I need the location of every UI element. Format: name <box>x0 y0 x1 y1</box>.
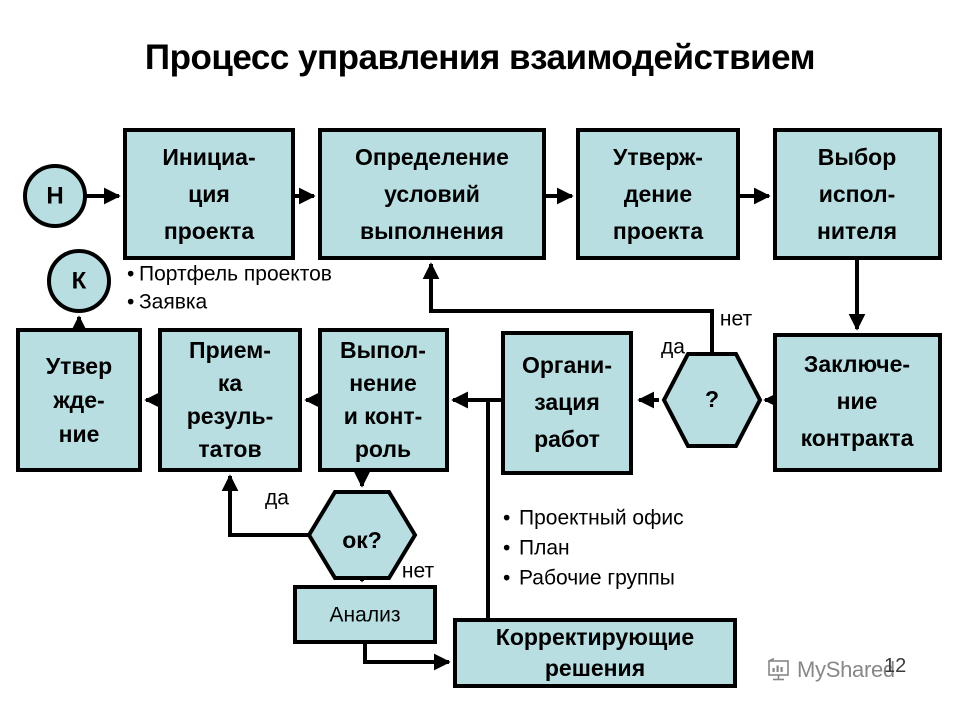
node-conditions[interactable]: Определение условий выполнения <box>318 128 546 260</box>
contract-box-shape <box>773 333 942 472</box>
myshared-watermark: MyShared <box>766 657 895 683</box>
contract-line3: контракта <box>801 425 914 451</box>
approval-project-line3: проекта <box>613 218 704 244</box>
resources-bullet-text-2: Рабочие группы <box>519 567 675 590</box>
conditions-line2: условий <box>384 181 480 207</box>
organization-line3: работ <box>534 426 600 452</box>
acceptance-line1: Прием- <box>189 337 271 363</box>
approval-project-line2: дение <box>624 181 692 207</box>
acceptance-line2: ка <box>218 370 243 396</box>
execution-line1: Выпол- <box>340 337 426 363</box>
execution-line3: и конт- <box>344 403 423 429</box>
contract-line2: ние <box>837 388 878 414</box>
edge-label-ok-yes: да <box>265 487 289 510</box>
decision-contract-hex-shape <box>661 352 763 448</box>
conditions-box-shape <box>318 128 546 260</box>
initiation-box-shape <box>123 128 295 260</box>
start-circle-label: Н <box>46 182 63 209</box>
resources-bullet-marker-1: • <box>503 537 510 560</box>
edge-decision-no-to-conditions <box>422 262 714 354</box>
analysis-label: Анализ <box>330 604 401 627</box>
approval-project-box-shape <box>576 128 740 260</box>
conditions-line1: Определение <box>355 144 509 170</box>
inputs-bullet-text-1: Заявка <box>139 291 208 314</box>
presentation-board-icon <box>768 658 789 681</box>
page-number: 12 <box>884 655 907 677</box>
edge-ok-yes-to-acceptance <box>221 474 308 537</box>
corrective-line2: решения <box>545 655 645 681</box>
resources-bullet-marker-0: • <box>503 507 510 530</box>
corrective-box-shape <box>453 618 737 688</box>
contractor-choice-line3: нителя <box>817 218 897 244</box>
node-organization[interactable]: Органи- зация работ <box>501 331 633 475</box>
resources-bullet-text-0: Проектный офис <box>519 507 684 530</box>
edge-label-contract-no: нет <box>720 308 753 331</box>
node-end-circle[interactable]: К <box>47 249 111 313</box>
inputs-bullet-marker-1: • <box>127 291 134 314</box>
node-contract[interactable]: Заключе- ние контракта <box>773 333 942 472</box>
approval-project-line1: Утверж- <box>613 144 703 170</box>
initiation-line1: Инициа- <box>162 144 255 170</box>
start-circle-shape <box>23 164 87 228</box>
approval-results-box-shape <box>16 328 142 472</box>
acceptance-line4: татов <box>198 436 261 462</box>
node-contractor-choice[interactable]: Выбор испол- нителя <box>773 128 942 260</box>
annotation-resources: • Проектный офис • План • Рабочие группы <box>503 507 684 590</box>
node-analysis[interactable]: Анализ <box>293 585 437 644</box>
inputs-bullet-text-0: Портфель проектов <box>139 263 332 286</box>
contractor-choice-box-shape <box>773 128 942 260</box>
decision-ok-hex-shape <box>306 490 418 580</box>
approval-results-line3: ние <box>59 421 100 447</box>
node-corrective[interactable]: Корректирующие решения <box>453 618 737 688</box>
contract-line1: Заключе- <box>804 351 910 377</box>
edge-analysis-to-corrective <box>363 642 451 671</box>
acceptance-box-shape <box>158 328 302 472</box>
end-circle-shape <box>47 249 111 313</box>
approval-results-line1: Утвер <box>46 353 112 379</box>
contractor-choice-line1: Выбор <box>818 144 897 170</box>
annotation-inputs: • Портфель проектов • Заявка <box>127 263 332 314</box>
analysis-box-shape <box>293 585 437 644</box>
initiation-line2: ция <box>188 181 230 207</box>
watermark-label: MyShared <box>797 657 895 682</box>
contractor-choice-line2: испол- <box>819 181 896 207</box>
resources-bullet-text-1: План <box>519 537 570 560</box>
conditions-line3: выполнения <box>360 218 504 244</box>
node-approval-project[interactable]: Утверж- дение проекта <box>576 128 740 260</box>
execution-box-shape <box>318 328 449 472</box>
node-initiation[interactable]: Инициа- ция проекта <box>123 128 295 260</box>
corrective-line1: Корректирующие <box>496 624 694 650</box>
edge-label-ok-no: нет <box>402 560 435 583</box>
node-execution[interactable]: Выпол- нение и конт- роль <box>318 328 449 472</box>
node-decision-contract[interactable]: ? <box>661 352 763 448</box>
approval-results-line2: жде- <box>52 387 104 413</box>
node-decision-ok[interactable]: ок? <box>306 490 418 580</box>
decision-ok-label: ок? <box>342 527 382 553</box>
inputs-bullet-marker-0: • <box>127 263 134 286</box>
organization-line1: Органи- <box>522 352 612 378</box>
end-circle-label: К <box>72 267 87 294</box>
initiation-line3: проекта <box>164 218 255 244</box>
decision-contract-label: ? <box>705 386 719 412</box>
organization-box-shape <box>501 331 633 475</box>
resources-bullet-marker-2: • <box>503 567 510 590</box>
acceptance-line3: резуль- <box>187 403 274 429</box>
edge-corrective-to-execution <box>451 391 490 620</box>
node-acceptance[interactable]: Прием- ка резуль- татов <box>158 328 302 472</box>
execution-line2: нение <box>349 370 417 396</box>
execution-line4: роль <box>355 436 411 462</box>
organization-line2: зация <box>534 389 600 415</box>
node-approval-results[interactable]: Утвер жде- ние <box>16 328 142 472</box>
page-title: Процесс управления взаимодействием <box>144 38 816 77</box>
edge-label-contract-yes: да <box>661 336 685 359</box>
node-start-circle[interactable]: Н <box>23 164 87 228</box>
